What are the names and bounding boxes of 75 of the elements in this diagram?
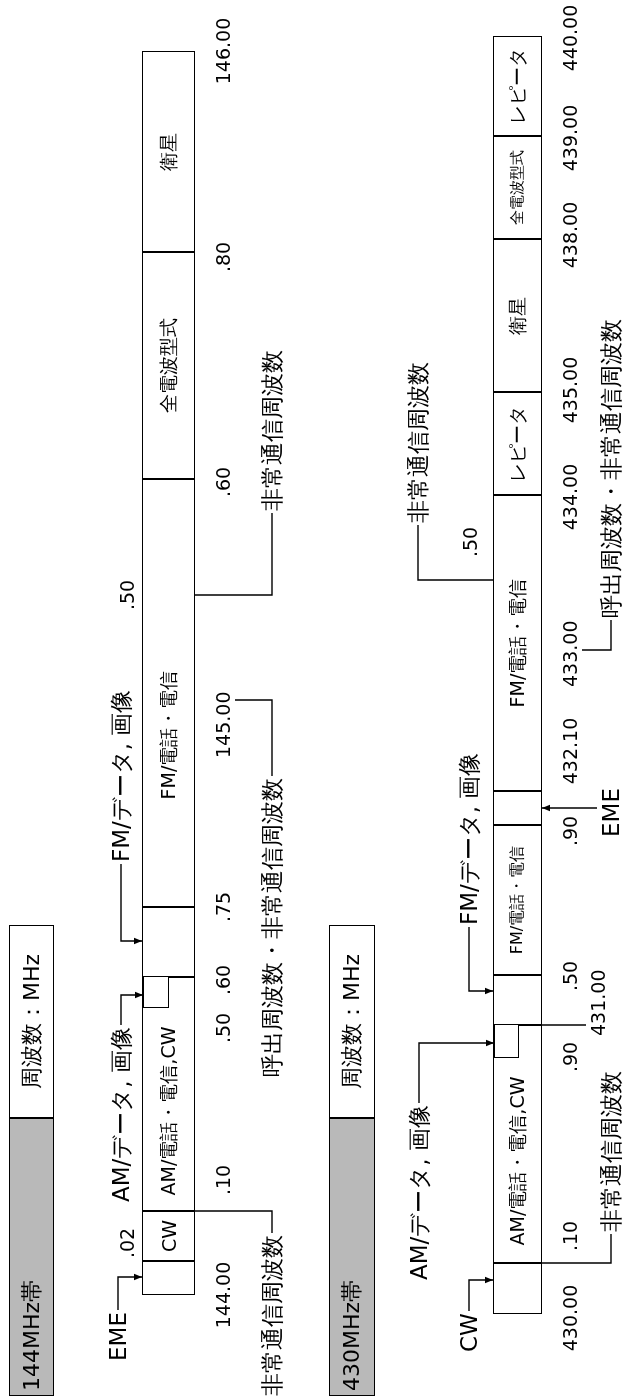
frequency-label: 438.00: [559, 201, 581, 269]
band-segment: 衛星: [493, 239, 542, 392]
annotation-label: 呼出周波数・非常通信周波数: [597, 319, 625, 618]
frequency-label: 430.00: [559, 1284, 581, 1352]
leader-line: [194, 512, 273, 596]
frequency-label: .75: [212, 891, 234, 923]
frequency-label: .02: [116, 1227, 138, 1259]
band-title: 144MHz帯: [9, 1118, 54, 1396]
frequency-label: .50: [212, 1012, 234, 1044]
frequency-label: .10: [212, 1164, 234, 1196]
band-segment: [493, 791, 542, 825]
unit-box: 周波数：MHz: [329, 925, 375, 1118]
arrow: [468, 1276, 494, 1312]
frequency-label: .60: [212, 466, 234, 498]
band-segment: [493, 1263, 542, 1314]
band-segment: FM/電話・電信: [493, 495, 542, 791]
leader-line: [234, 699, 273, 777]
annotation-label: 431.00: [586, 969, 610, 1036]
frequency-label: .90: [559, 1041, 581, 1073]
band-segment: CW: [142, 1211, 195, 1261]
frequency-label: .90: [559, 815, 581, 847]
band-segment: AM/電話・電信,CW: [493, 1025, 542, 1263]
frequency-label: .60: [212, 964, 234, 996]
band-segment: [142, 1261, 195, 1295]
frequency-label: 146.00: [212, 17, 234, 85]
frequency-label: .50: [116, 579, 138, 611]
band-segment: AM/電話・電信,CW: [142, 977, 195, 1211]
band-segment: [143, 976, 169, 1008]
annotation-label: 呼出周波数・非常通信周波数: [258, 778, 286, 1077]
arrow: [120, 991, 144, 1026]
annotation-label: 433.00: [558, 620, 582, 687]
frequency-label: 439.00: [559, 104, 581, 172]
leader-line: [194, 1210, 273, 1234]
band-segment: レピータ: [493, 36, 542, 136]
band-title: 430MHz帯: [329, 1118, 375, 1396]
band-segment: FM/電話・電信: [142, 479, 195, 907]
frequency-label: .80: [212, 241, 234, 273]
leader-line: [417, 524, 494, 581]
annotation-label: EME: [104, 1312, 132, 1361]
leader-line: [541, 1233, 612, 1264]
band-segment: 衛星: [142, 51, 195, 252]
leader-line: [541, 1024, 587, 1026]
arrow: [418, 1039, 495, 1104]
annotation-label: AM/データ, 画像: [107, 1027, 135, 1202]
band-segment: 全電波型式: [142, 252, 195, 479]
frequency-label: 432.10: [559, 717, 581, 785]
annotation-label: 非常通信周波数: [258, 350, 286, 511]
annotation-label: AM/データ, 画像: [405, 1105, 433, 1280]
annotation-label: 非常通信周波数: [258, 1235, 286, 1396]
band-segment: [494, 1024, 519, 1058]
annotation-label: 145.00: [211, 691, 235, 758]
band-segment: [493, 975, 542, 1025]
unit-box: 周波数：MHz: [9, 925, 54, 1118]
band-segment: [142, 907, 195, 977]
arrow: [120, 863, 143, 945]
annotation-label: CW: [455, 1313, 483, 1352]
frequency-label: 434.00: [559, 463, 581, 531]
frequency-label: .50: [559, 960, 581, 992]
frequency-label: 440.00: [559, 4, 581, 72]
arrow: [468, 926, 494, 995]
annotation-label: 非常通信周波数: [597, 1071, 625, 1232]
frequency-label: .50: [459, 526, 481, 558]
frequency-label: .10: [559, 1220, 581, 1252]
band-segment: 全電波型式: [493, 136, 542, 239]
annotation-label: 非常通信周波数: [404, 362, 432, 523]
annotation-label: EME: [597, 788, 625, 837]
annotation-label: FM/データ, 画像: [455, 752, 483, 925]
annotation-label: FM/データ, 画像: [107, 689, 135, 862]
arrow: [541, 804, 598, 812]
leader-line: [581, 619, 612, 651]
band-segment: レピータ: [493, 392, 542, 495]
frequency-label: 435.00: [559, 356, 581, 424]
frequency-label: 144.00: [212, 1261, 234, 1329]
band-segment: FM/電話・電信: [493, 825, 542, 975]
arrow: [117, 1273, 143, 1311]
